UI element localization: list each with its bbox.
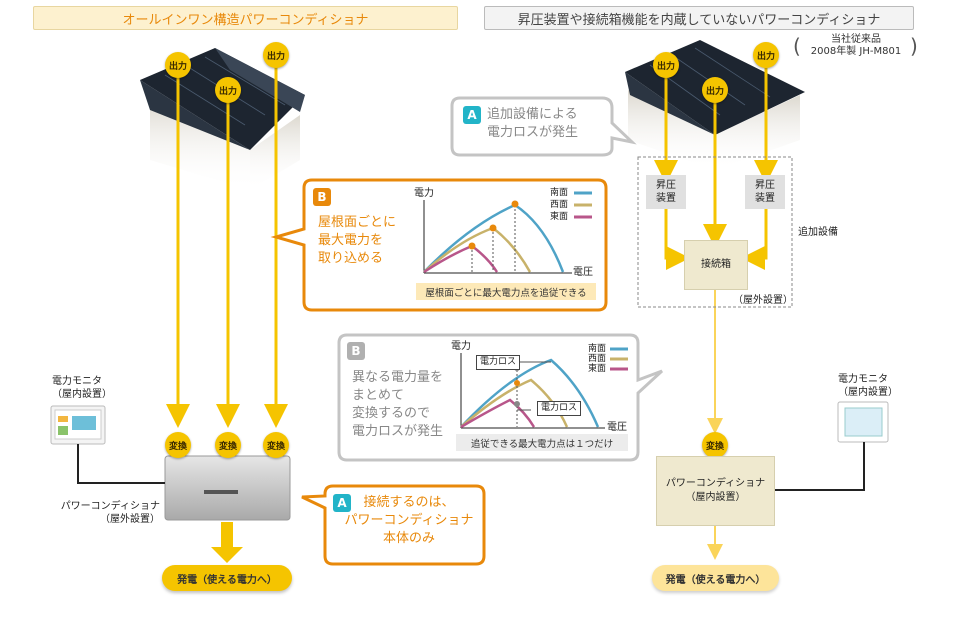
callout-b-left-text: 屋根面ごとに 最大電力を 取り込める [318,215,397,266]
power-loss-label-1: 電力ロス [476,355,521,370]
legend-mid-south: 南面 [588,344,607,354]
convert-marker-1: 変換 [165,432,191,458]
output-marker-4: 出力 [653,52,679,78]
legend-mid-east: 東面 [588,364,607,374]
output-marker-5: 出力 [702,77,728,103]
graph-mid-caption: 追従できる最大電力点は１つだけ [456,434,628,451]
output-marker-2: 出力 [215,77,241,103]
badge-a-left: A [333,494,351,512]
booster-box-left: 昇圧 装置 [646,175,686,209]
output-marker-3: 出力 [263,42,289,68]
additional-equipment-label: 追加設備 [798,227,838,238]
badge-b-middle: B [347,342,365,360]
graph-left [423,191,592,274]
convert-marker-right: 変換 [702,432,728,458]
callout-a-right-text: 追加設備による 電力ロスが発生 [487,107,579,140]
legend-left-south: 南面 [550,188,569,198]
legend-mid-west: 西面 [588,354,607,364]
additional-equipment-frame [637,156,793,308]
graph-left-ylabel: 電力 [414,188,434,199]
graph-left-caption: 屋根面ごとに最大電力点を追従できる [416,283,596,300]
badge-b-left: B [313,188,331,206]
graph-middle [460,347,628,429]
callout-a-left-text: 接続するのは、 パワーコンディショナ 本体のみ [344,495,474,546]
monitor-label-right: 電力モニタ （屋内設置） [838,374,898,398]
junction-box: 接続箱 [684,240,748,290]
generation-pill-right: 発電（使える電力へ） [652,565,779,591]
monitor-label-left: 電力モニタ （屋内設置） [52,376,112,400]
paren-left: ( [793,34,801,58]
badge-a-right: A [463,106,481,124]
generation-pill-left: 発電（使える電力へ） [162,565,292,591]
callout-b-middle-text: 異なる電力量を まとめて 変換するので 電力ロスが発生 [352,370,444,439]
callout-a-right [450,96,637,157]
graph-mid-xlabel: 電圧 [607,422,627,433]
graph-mid-ylabel: 電力 [451,341,471,352]
left-pcs-unit [164,455,291,521]
paren-right: ) [910,34,918,58]
pcs-right-box: パワーコンディショナ （屋内設置） [656,456,775,526]
output-marker-6: 出力 [753,42,779,68]
pcs-left-label: パワーコンディショナ （屋外設置） [60,501,160,525]
power-loss-label-2: 電力ロス [537,401,582,416]
junction-outdoor-label: （屋外設置） [733,295,793,306]
graph-left-xlabel: 電圧 [573,267,593,278]
convert-marker-3: 変換 [263,432,289,458]
legacy-product-note: 当社従来品 2008年製 JH-M801 [810,34,902,57]
booster-box-right: 昇圧 装置 [745,175,785,209]
legend-left-west: 西面 [550,200,569,210]
right-header: 昇圧装置や接続箱機能を内蔵していないパワーコンディショナ [484,6,914,30]
left-header: オールインワン構造パワーコンディショナ [33,6,458,30]
legend-left-east: 東面 [550,212,569,222]
output-marker-1: 出力 [165,52,191,78]
convert-marker-2: 変換 [215,432,241,458]
